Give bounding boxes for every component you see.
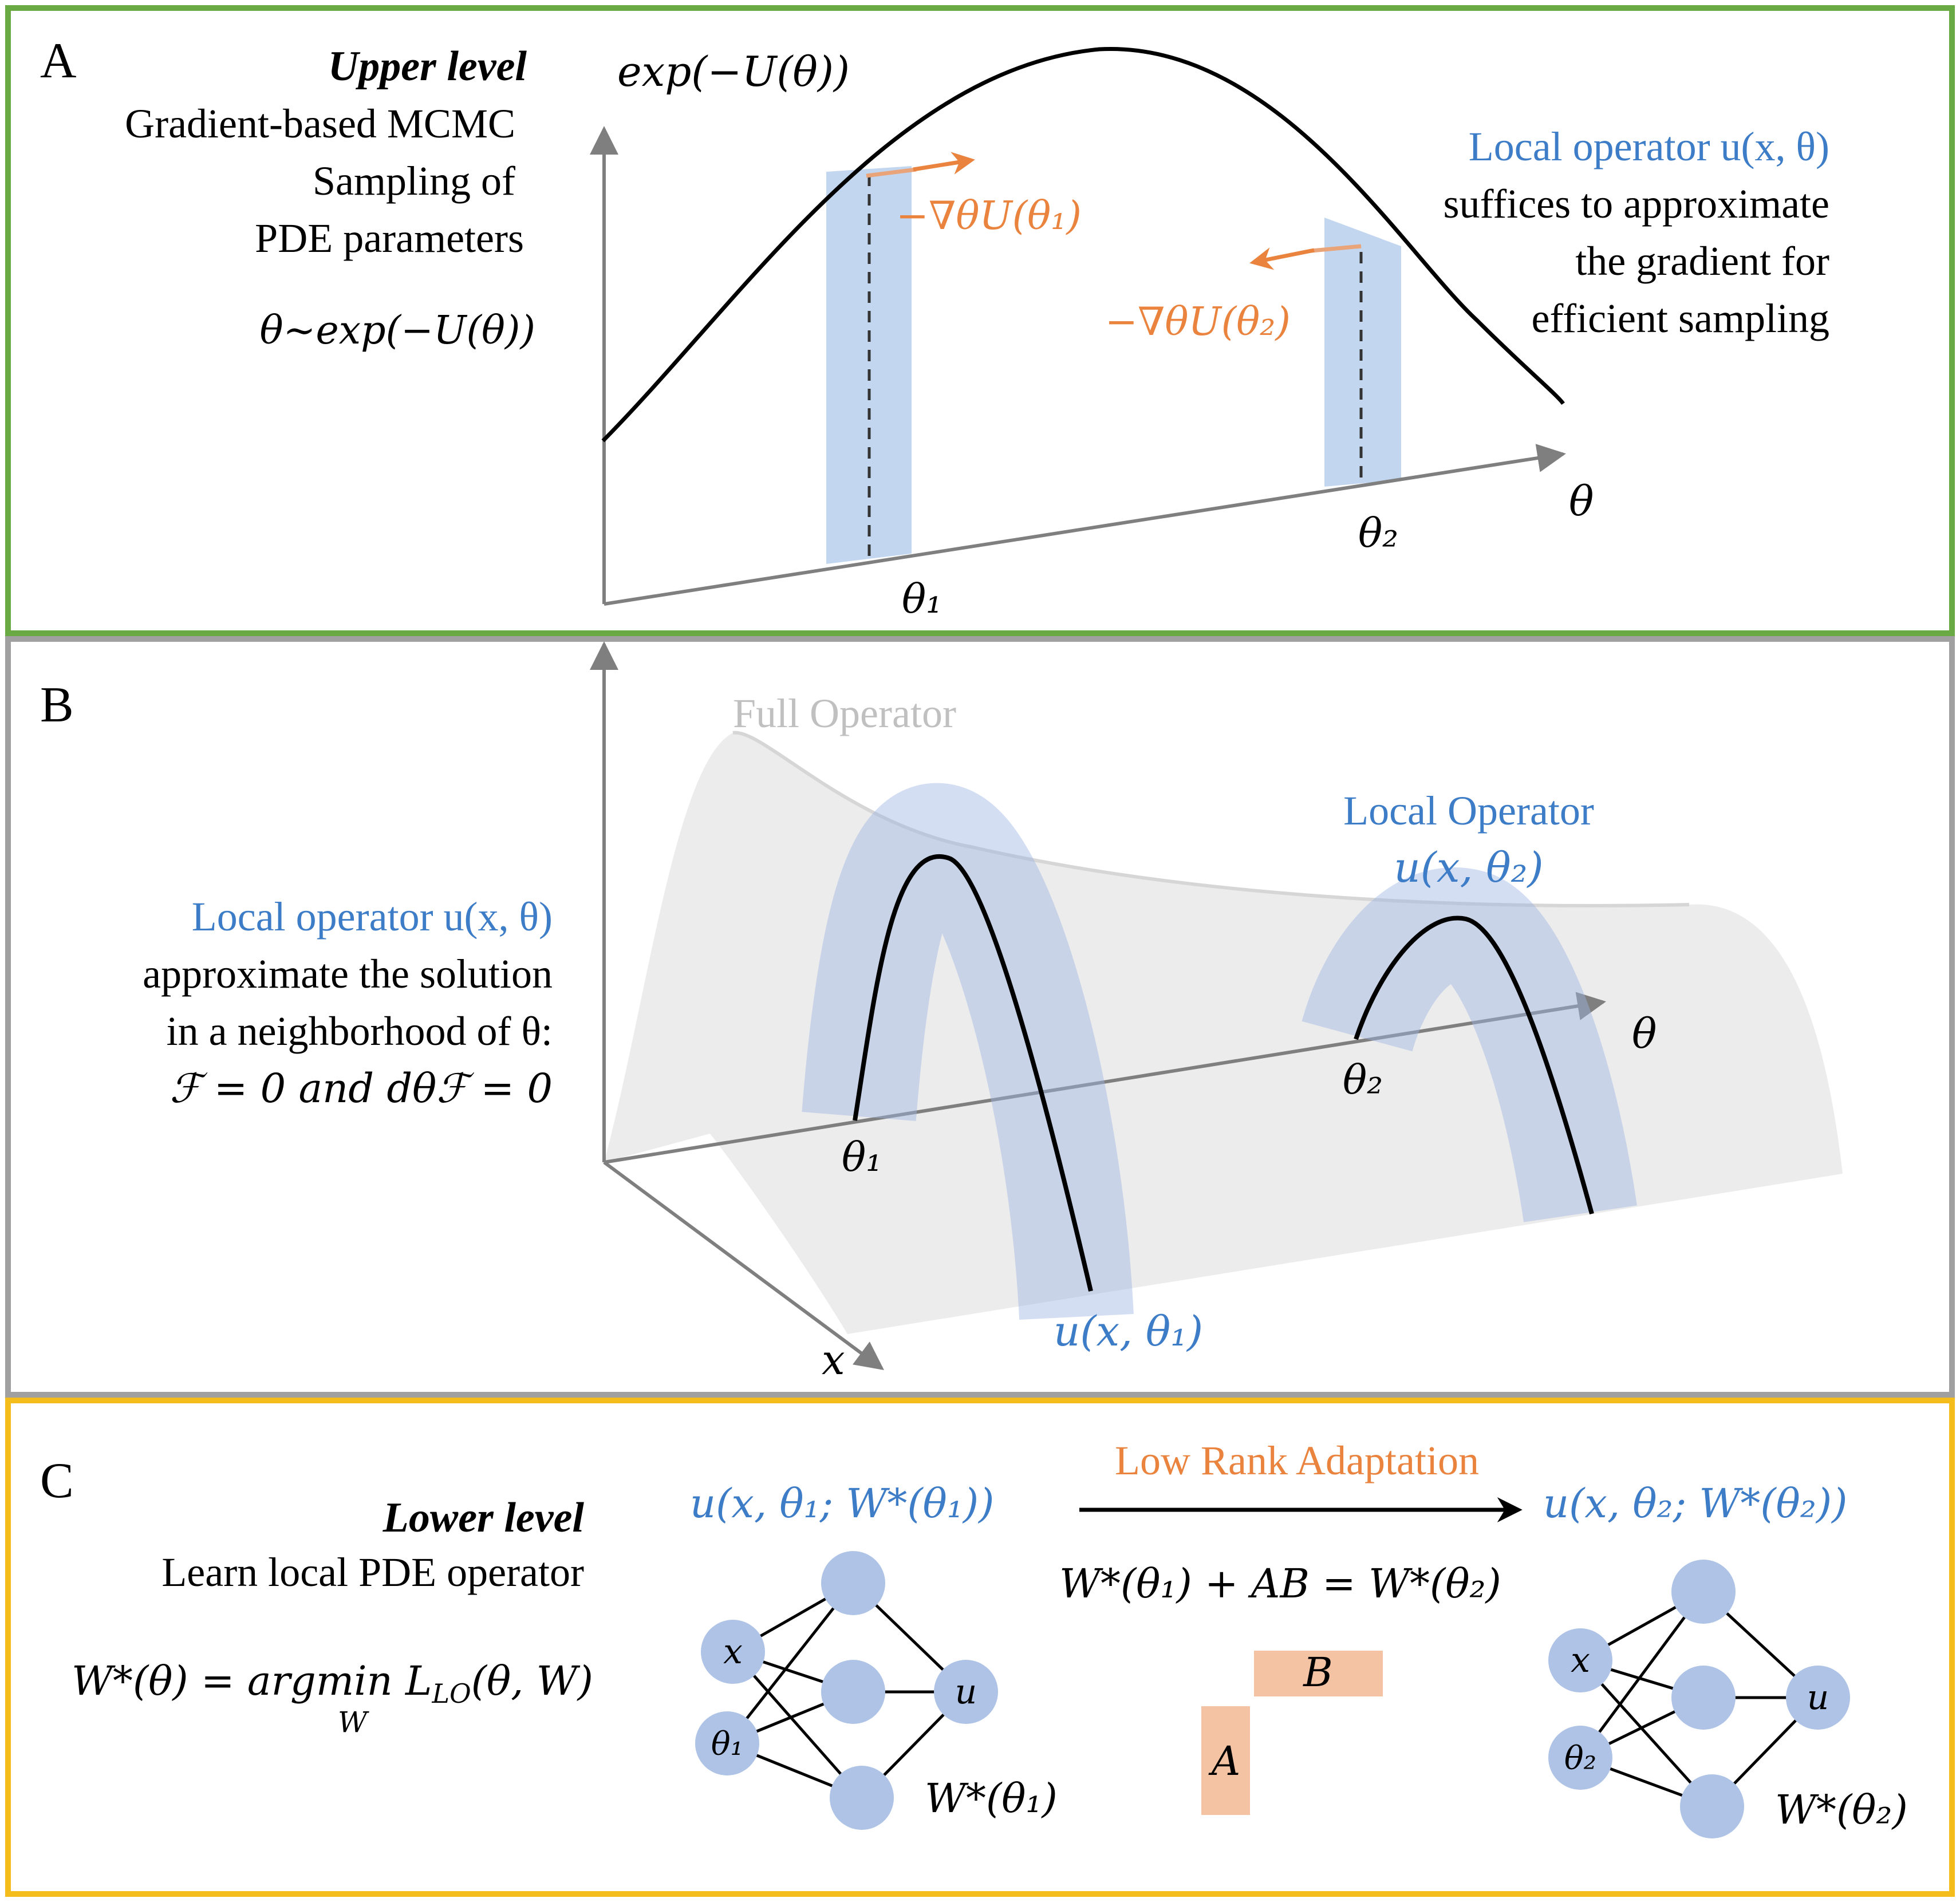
objective-subscript: LO: [431, 1678, 471, 1709]
panel-a-right-line-2: the gradient for: [1575, 238, 1829, 284]
net1-node-hidden-2: [821, 1660, 885, 1724]
net2-title: u(x, θ₂; W*(θ₂)): [1543, 1480, 1848, 1527]
net1-title: u(x, θ₁; W*(θ₁)): [690, 1480, 995, 1527]
grad1-label: −∇θU(θ₁): [896, 194, 1082, 239]
theta1-tangent: [866, 167, 917, 178]
net2-node-x-label: x: [1571, 1640, 1590, 1680]
panel-b-u-theta1-label: u(x, θ₁): [1054, 1307, 1203, 1355]
panel-a-y-label: exp(−U(θ)): [617, 48, 850, 96]
full-operator-label: Full Operator: [733, 690, 956, 736]
net2-node-output: [1786, 1666, 1850, 1730]
net2-node-hidden-3: [1680, 1774, 1744, 1838]
full-operator-surface: [604, 732, 1843, 1334]
net1-node-theta-label: θ₁: [711, 1726, 743, 1763]
full-operator-back-ridge: [732, 731, 1690, 907]
local-curve-theta1: [853, 854, 1093, 1292]
panel-b-x-axis: [603, 1161, 885, 1370]
net1-node-x-label: x: [723, 1632, 743, 1672]
lora-title: Low Rank Adaptation: [1115, 1438, 1479, 1483]
panel-c-objective: W*(θ) = argmin LLO(θ, W): [72, 1658, 593, 1709]
local-curve-theta2: [1354, 916, 1594, 1215]
panel-a-theta2-label: θ₂: [1358, 510, 1398, 557]
lora-block-b-label: B: [1302, 1649, 1332, 1696]
panel-b-x-axis-label: x: [822, 1336, 845, 1384]
panel-a-right-line-3: efficient sampling: [1531, 295, 1829, 341]
panel-c-letter: C: [40, 1453, 74, 1509]
net1-node-hidden-3: [830, 1766, 894, 1830]
panel-b-theta-axis: [604, 992, 1606, 1164]
panel-a-desc-line-2: Sampling of: [313, 158, 515, 204]
net2-node-hidden-1: [1671, 1560, 1736, 1624]
net2-node-hidden-2: [1671, 1666, 1736, 1730]
panel-c-title: Lower level: [382, 1494, 585, 1541]
panel-a-theta1-label: θ₁: [902, 575, 942, 622]
lora-block-b: [1254, 1651, 1383, 1696]
panel-b-left-line-2: in a neighborhood of θ:: [167, 1008, 553, 1054]
panel-b-left-blue: Local operator u(x, θ): [192, 894, 553, 940]
theta1-band: [826, 166, 912, 564]
local-band-theta1: [802, 783, 1134, 1320]
net2-node-input-x: [1548, 1628, 1612, 1692]
panel-b-left-line-1: approximate the solution: [143, 951, 553, 997]
panel-b-letter: B: [40, 677, 74, 733]
theta1-gradient-arrow: [913, 152, 975, 175]
panel-b-theta-axis-label: θ: [1632, 1009, 1657, 1057]
panel-b-theta1-label: θ₁: [842, 1134, 882, 1181]
panel-a-distribution: θ∼exp(−U(θ)): [260, 308, 535, 353]
net2-node-theta-label: θ₂: [1564, 1740, 1596, 1777]
net2-node-input-theta: [1548, 1726, 1612, 1790]
panel-a-letter: A: [40, 33, 77, 89]
objective-args: (θ, W): [471, 1658, 593, 1704]
panel-a-right-line-1: suffices to approximate: [1444, 181, 1829, 227]
local-operator-eq: u(x, θ₂): [1394, 843, 1543, 891]
net1-node-input-theta: [695, 1711, 759, 1775]
net1-node-output: [934, 1660, 998, 1724]
density-curve: [601, 47, 1565, 443]
lora-equation: W*(θ₁) + AB = W*(θ₂): [1059, 1560, 1501, 1607]
panel-a-title: Upper level: [328, 43, 527, 90]
panel-b-left-line-3: ℱ = 0 and dθℱ = 0: [169, 1065, 553, 1112]
panel-a-x-axis: [604, 444, 1566, 606]
panel-a-right-blue: Local operator u(x, θ): [1469, 124, 1829, 169]
lora-block-a-label: A: [1208, 1738, 1241, 1785]
net1-node-u-label: u: [955, 1672, 977, 1712]
panel-c-subtitle: Learn local PDE operator: [161, 1549, 584, 1595]
net2-node-u-label: u: [1807, 1678, 1829, 1718]
panel-b-frame: [5, 636, 1955, 1398]
grad2-label: −∇θU(θ₂): [1105, 299, 1291, 345]
objective-underscript: W: [338, 1706, 369, 1739]
panel-a-theta-axis-label: θ: [1569, 477, 1594, 525]
theta2-gradient-arrow: [1249, 247, 1315, 270]
theta2-tangent: [1311, 244, 1362, 253]
panel-a-frame: [5, 5, 1955, 636]
panel-a-desc-line-3: PDE parameters: [255, 215, 524, 261]
lora-block-a: [1201, 1706, 1250, 1815]
panel-b-theta2-label: θ₂: [1343, 1056, 1383, 1103]
net1-node-input-x: [701, 1620, 765, 1684]
panel-c-frame: [5, 1398, 1955, 1897]
net2-weights-label: W*(θ₂): [1775, 1786, 1908, 1833]
theta2-band: [1324, 218, 1401, 487]
local-operator-title: Local Operator: [1343, 788, 1594, 834]
net1-weights-label: W*(θ₁): [925, 1775, 1058, 1822]
net1-node-hidden-1: [821, 1551, 885, 1615]
objective-main: W*(θ) = argmin L: [72, 1658, 432, 1704]
panel-a-desc-line-1: Gradient-based MCMC: [125, 101, 515, 147]
